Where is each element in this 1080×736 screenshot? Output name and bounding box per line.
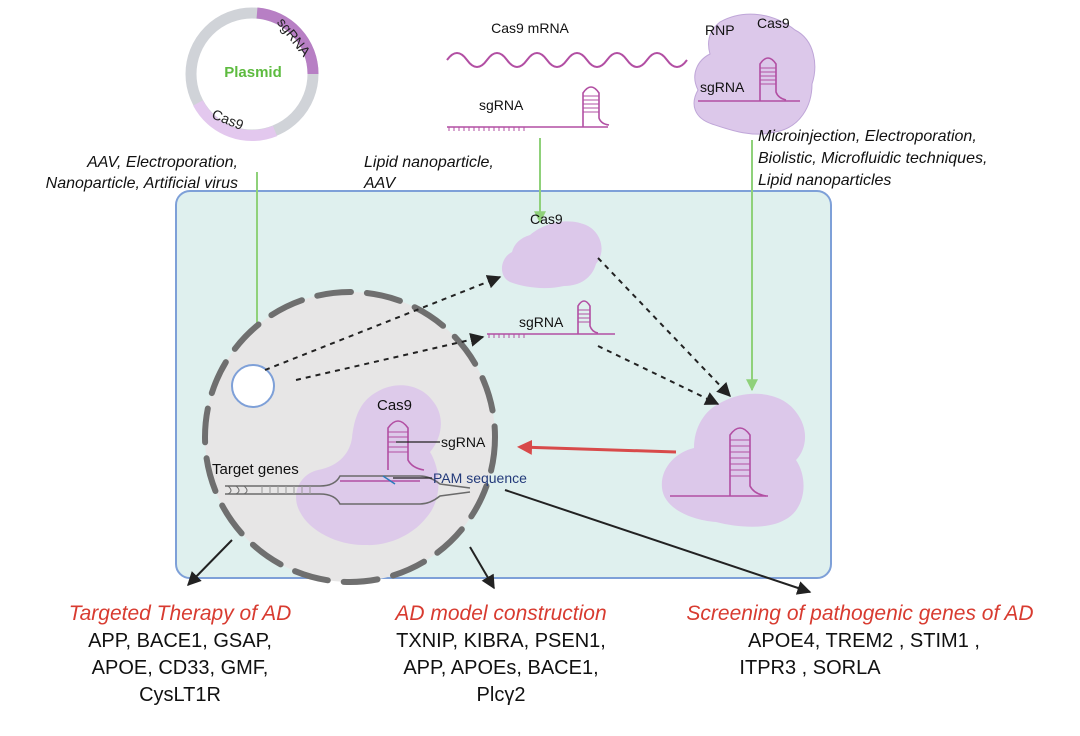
arrow-to-model: [469, 546, 495, 590]
outcome-screening: Screening of pathogenic genes of AD APOE…: [686, 602, 1033, 679]
delivery-mrna-line1: Lipid nanoparticle,: [364, 154, 494, 171]
sgrna-strand: [447, 86, 610, 128]
cas9-mrna-wave: [446, 52, 688, 68]
outcome-therapy-title: Targeted Therapy of AD: [69, 602, 292, 625]
mrna-sgrna-group: Cas9 mRNA sgRNA: [446, 20, 688, 131]
plasmid: Plasmid sgRNA Cas9: [185, 7, 319, 141]
target-genes-label: Target genes: [212, 461, 299, 478]
arrow-to-therapy: [187, 539, 233, 587]
cytoplasm-cas9-label: Cas9: [530, 211, 563, 227]
pam-sequence-label: PAM sequence: [433, 470, 527, 486]
delivery-rnp-line2: Biolistic, Microfluidic techniques,: [758, 150, 987, 167]
outcome-model-title: AD model construction: [393, 602, 606, 625]
outcome-model: AD model construction TXNIP, KIBRA, PSEN…: [393, 602, 606, 706]
outcome-model-line1: TXNIP, KIBRA, PSEN1,: [396, 630, 606, 652]
delivery-plasmid-line1: AAV, Electroporation,: [86, 154, 238, 171]
plasmid-cas9-segment: [193, 100, 278, 141]
arrow-plasmid-to-cas9: [264, 275, 502, 371]
outcome-therapy-line3: CysLT1R: [139, 684, 221, 706]
assembled-rnp-blob: [661, 393, 806, 527]
arrow-cas9-to-rnp: [597, 257, 731, 398]
plasmid-sgrna-label: sgRNA: [274, 15, 314, 60]
dashed-arrows: [264, 257, 731, 405]
rnp-sgrna-label: sgRNA: [700, 79, 745, 95]
red-arrow-rnp-to-nucleus: [517, 439, 677, 455]
rnp-cas9-label: Cas9: [757, 15, 790, 31]
cas9-mrna-label: Cas9 mRNA: [491, 20, 569, 36]
nuclear-plasmid: [231, 364, 275, 408]
outcome-therapy-line2: APOE, CD33, GMF,: [92, 657, 269, 679]
cytoplasm-cas9-blob: [501, 221, 602, 289]
arrow-plasmid-to-sgrna: [295, 333, 485, 381]
outcome-model-line2: APP, APOEs, BACE1,: [403, 657, 598, 679]
sgrna-teeth: [448, 127, 525, 131]
delivery-rnp-line3: Lipid nanoparticles: [758, 172, 891, 189]
outcome-therapy: Targeted Therapy of AD APP, BACE1, GSAP,…: [69, 602, 292, 706]
cytoplasm-sgrna-strand: [487, 300, 615, 338]
mrna-group-sgrna-label: sgRNA: [479, 97, 524, 113]
rnp-label: RNP: [705, 22, 735, 38]
arrow-to-screening: [504, 489, 812, 595]
rnp-protein-blob: [693, 13, 816, 135]
delivery-mrna-line2: AAV: [363, 175, 396, 192]
outcome-screening-title: Screening of pathogenic genes of AD: [686, 602, 1033, 625]
rnp-complex: RNP Cas9 sgRNA: [693, 13, 816, 135]
outcome-screening-line2: ITPR3 , SORLA: [739, 657, 881, 679]
nucleus-cas9-label: Cas9: [377, 397, 412, 414]
delivery-plasmid-line2: Nanoparticle, Artificial virus: [46, 175, 238, 192]
plasmid-label: Plasmid: [224, 64, 282, 81]
sgrna-stem-rungs: [583, 95, 599, 113]
arrow-sgrna-to-rnp: [597, 345, 720, 405]
assembled-rnp-sgrna: [670, 427, 768, 497]
outcome-model-line3: Plcγ2: [477, 684, 526, 706]
rnp-sgrna-strand: [698, 57, 800, 102]
dna-double-helix: [225, 475, 471, 505]
delivery-rnp-line1: Microinjection, Electroporation,: [758, 128, 977, 145]
plasmid-sgrna-segment: [256, 7, 319, 75]
outcome-therapy-line1: APP, BACE1, GSAP,: [88, 630, 272, 652]
outcome-screening-line1: APOE4, TREM2 , STIM1 ,: [748, 630, 980, 652]
cytoplasm-sgrna-label: sgRNA: [519, 314, 564, 330]
nucleus-sgrna-label: sgRNA: [441, 434, 486, 450]
